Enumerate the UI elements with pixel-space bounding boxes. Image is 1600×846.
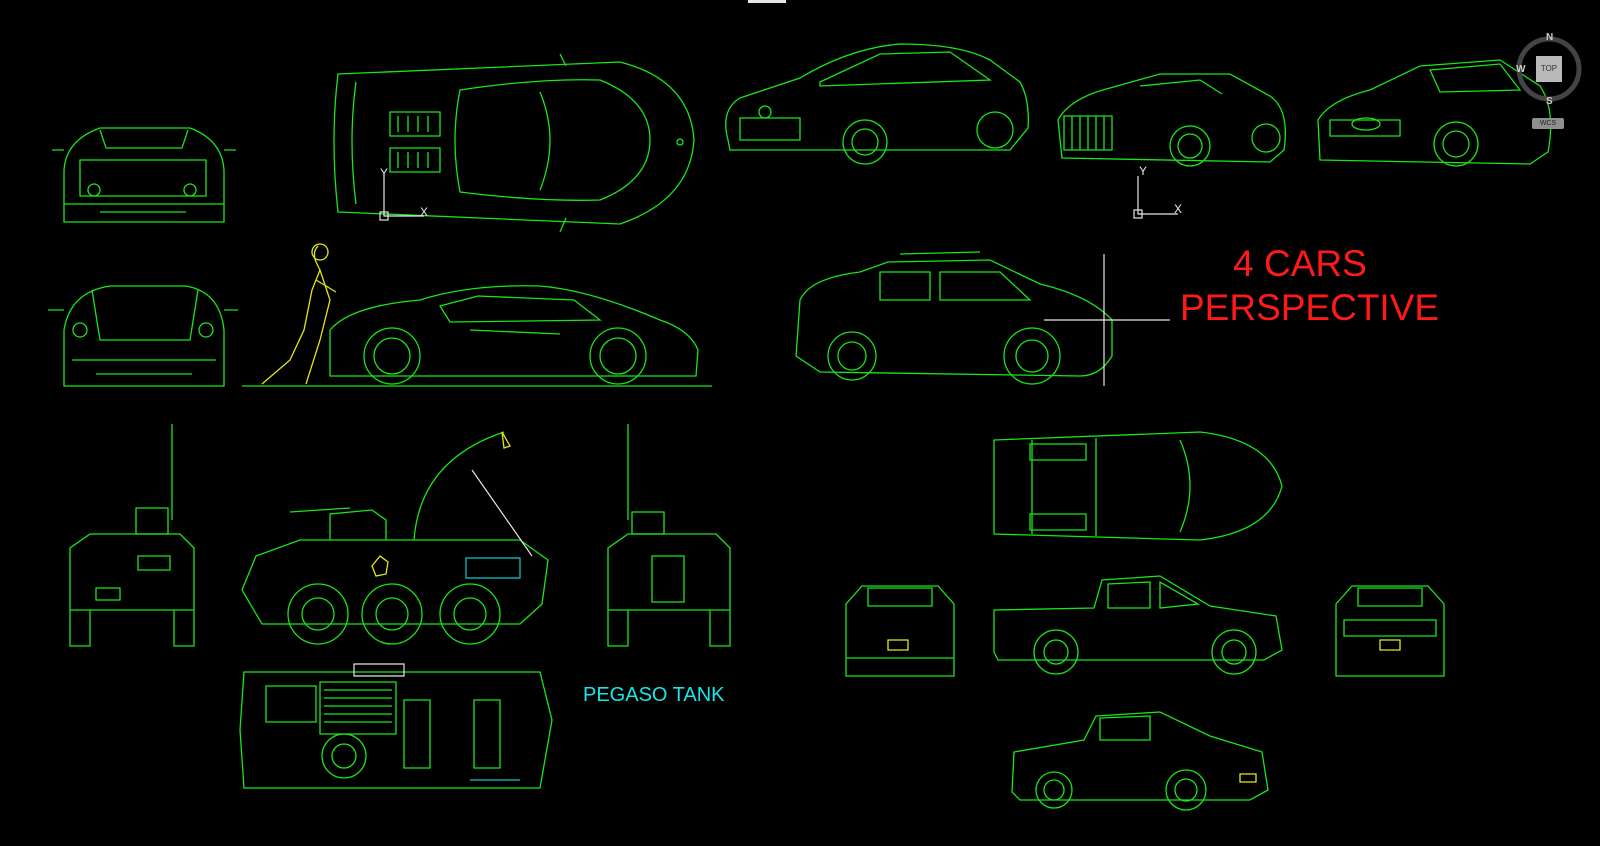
cars-perspective-label-line-1: 4 CARS xyxy=(1233,243,1367,284)
ucs-2-x-label: X xyxy=(1174,202,1183,216)
suv-perspective xyxy=(795,251,1113,385)
sedan-perspective-1 xyxy=(725,43,1029,165)
pickup-rear-view xyxy=(845,585,955,677)
convertible-perspective xyxy=(1057,73,1287,167)
pickup-side-view xyxy=(993,575,1283,675)
sportscar-top-view xyxy=(333,53,695,233)
tank-side-view xyxy=(241,431,549,645)
tank-front-view xyxy=(607,424,731,647)
sportscar-front-view xyxy=(48,285,238,387)
viewcube-north[interactable]: N xyxy=(1546,32,1554,43)
viewcube-west[interactable]: W xyxy=(1516,64,1526,75)
cars-perspective-label-line-2: PERSPECTIVE xyxy=(1180,287,1440,328)
tank-top-view xyxy=(239,663,553,789)
viewcube-compass-ring[interactable] xyxy=(1516,36,1600,120)
sportscar-side-view xyxy=(242,285,712,387)
viewcube-wcs-menu[interactable]: WCS xyxy=(1532,118,1564,129)
sportscar-rear-view xyxy=(52,127,236,223)
top-edge-marker xyxy=(748,0,786,3)
ucs-2-y-label: Y xyxy=(1139,164,1148,178)
crosshair-cursor xyxy=(1044,254,1170,386)
tank-rear-view xyxy=(69,424,195,647)
viewcube-south[interactable]: S xyxy=(1546,96,1553,107)
viewcube[interactable]: N W S TOP WCS xyxy=(1516,32,1600,142)
tank-label: PEGASO TANK xyxy=(583,684,725,706)
pickup-perspective xyxy=(1011,711,1269,811)
ucs-1-x-label: X xyxy=(420,205,429,219)
ucs-icon-2 xyxy=(1133,176,1178,219)
ucs-1-y-label: Y xyxy=(380,166,389,180)
pickup-front-view xyxy=(1335,585,1445,677)
viewcube-top-face[interactable]: TOP xyxy=(1536,56,1562,82)
human-figure xyxy=(261,243,337,385)
ucs-icon-1 xyxy=(379,174,424,221)
cars-perspective-label: 4 CARS PERSPECTIVE xyxy=(1180,242,1440,330)
pickup-top-view xyxy=(993,431,1283,541)
